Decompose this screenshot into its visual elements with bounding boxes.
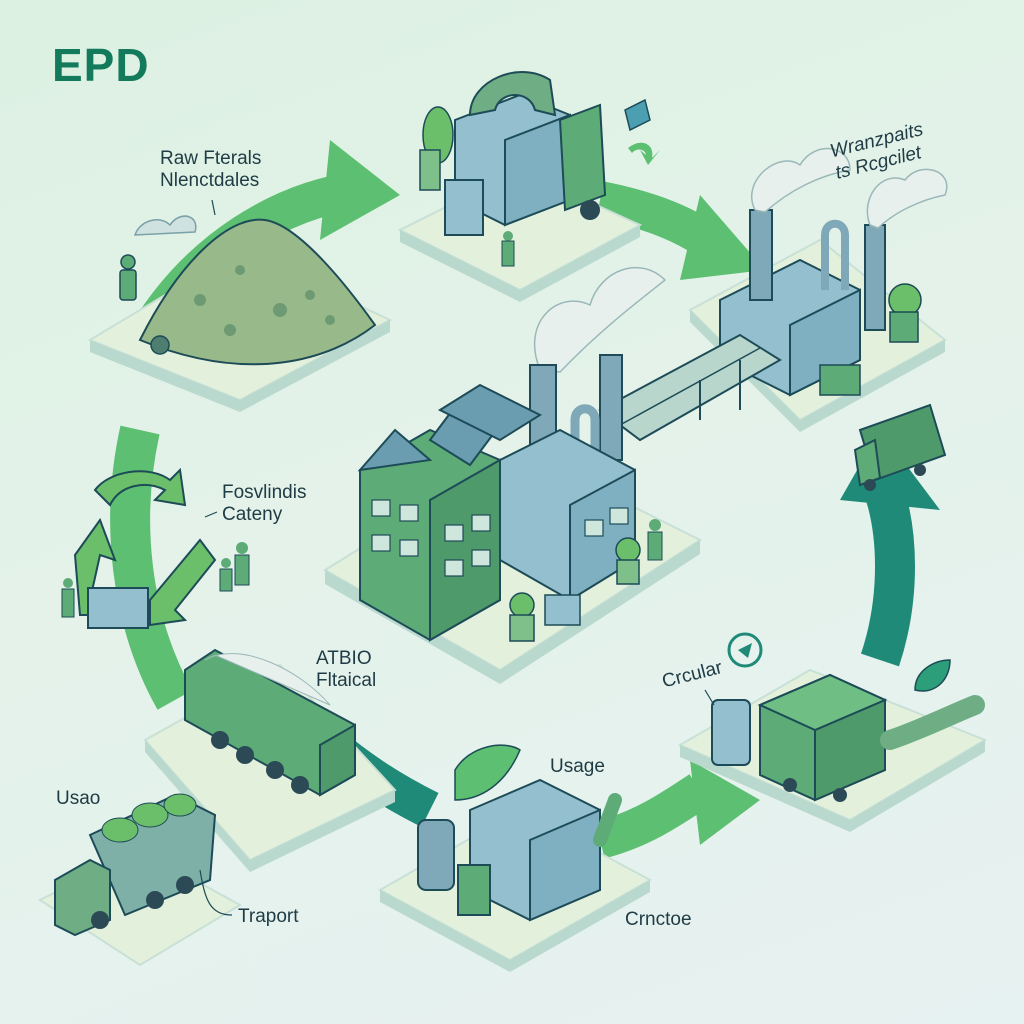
- recycle-leaf-icon: [454, 744, 521, 801]
- label-line: ATBIO: [316, 648, 372, 669]
- worker-figure: [647, 519, 663, 561]
- arrow-head-bottom-right: [690, 760, 760, 845]
- label-recycling: Fosvlindis Cateny: [222, 482, 306, 526]
- label-usage-center: Usage: [550, 756, 605, 777]
- smoke-cloud: [533, 266, 667, 373]
- raw-materials-pile: [119, 215, 377, 366]
- label-line: Nlenctdales: [160, 170, 260, 191]
- page-title: EPD: [52, 39, 150, 91]
- leaf-badge-icon: [914, 659, 951, 692]
- hopper-arch: [468, 71, 557, 117]
- worker-figure: [501, 231, 515, 267]
- tree-icon: [419, 106, 454, 191]
- label-transport: Traport: [238, 906, 299, 927]
- label-crection: Crnctoe: [625, 909, 692, 930]
- arrow-segment-bottom-right: [595, 774, 711, 859]
- arrow-segment-left: [110, 425, 193, 710]
- leaf-badge-icon: [624, 98, 651, 132]
- central-factory: [357, 266, 667, 642]
- leader-line: [204, 511, 218, 518]
- label-usage-left: Usao: [56, 788, 101, 809]
- dust-cloud: [133, 215, 197, 236]
- arrow-head-top-right: [680, 195, 765, 280]
- label-line: Cateny: [222, 504, 283, 525]
- container-truck: [711, 673, 985, 802]
- label-line: Raw Fterals: [160, 148, 262, 169]
- chimney: [864, 224, 886, 331]
- leader-line: [211, 199, 216, 216]
- smoke-cloud: [866, 168, 948, 229]
- label-raw-materials: Raw Fterals Nlenctdales: [160, 148, 261, 192]
- processing-unit: [419, 71, 607, 267]
- recycling-symbol-icon: [61, 467, 250, 629]
- worker-figure: [119, 254, 137, 301]
- bulk-transport-truck: [184, 648, 356, 797]
- recycle-badge-icon: [727, 632, 763, 668]
- leader-line: [704, 689, 715, 706]
- label-middle-left: ATBIO Fltaical: [316, 648, 376, 692]
- chimney: [749, 209, 773, 301]
- small-truck-icon: [853, 403, 947, 491]
- label-line: Fltaical: [316, 670, 377, 691]
- leader-line: [199, 869, 233, 916]
- plant-icon: [509, 537, 641, 642]
- conveyor-belt: [598, 333, 782, 442]
- transport-truck: [54, 793, 233, 937]
- people-figures: [61, 542, 250, 618]
- arrow-head-top-left: [320, 140, 400, 240]
- chimney: [599, 354, 623, 461]
- pipeline: [880, 695, 985, 750]
- label-line: Fosvlindis: [222, 482, 307, 503]
- production-machine: [417, 744, 622, 922]
- recycle-arrow-icon: [628, 142, 660, 165]
- plant-icon: [888, 283, 922, 343]
- smoke-cloud: [751, 148, 851, 213]
- arrow-segment-right: [860, 472, 915, 667]
